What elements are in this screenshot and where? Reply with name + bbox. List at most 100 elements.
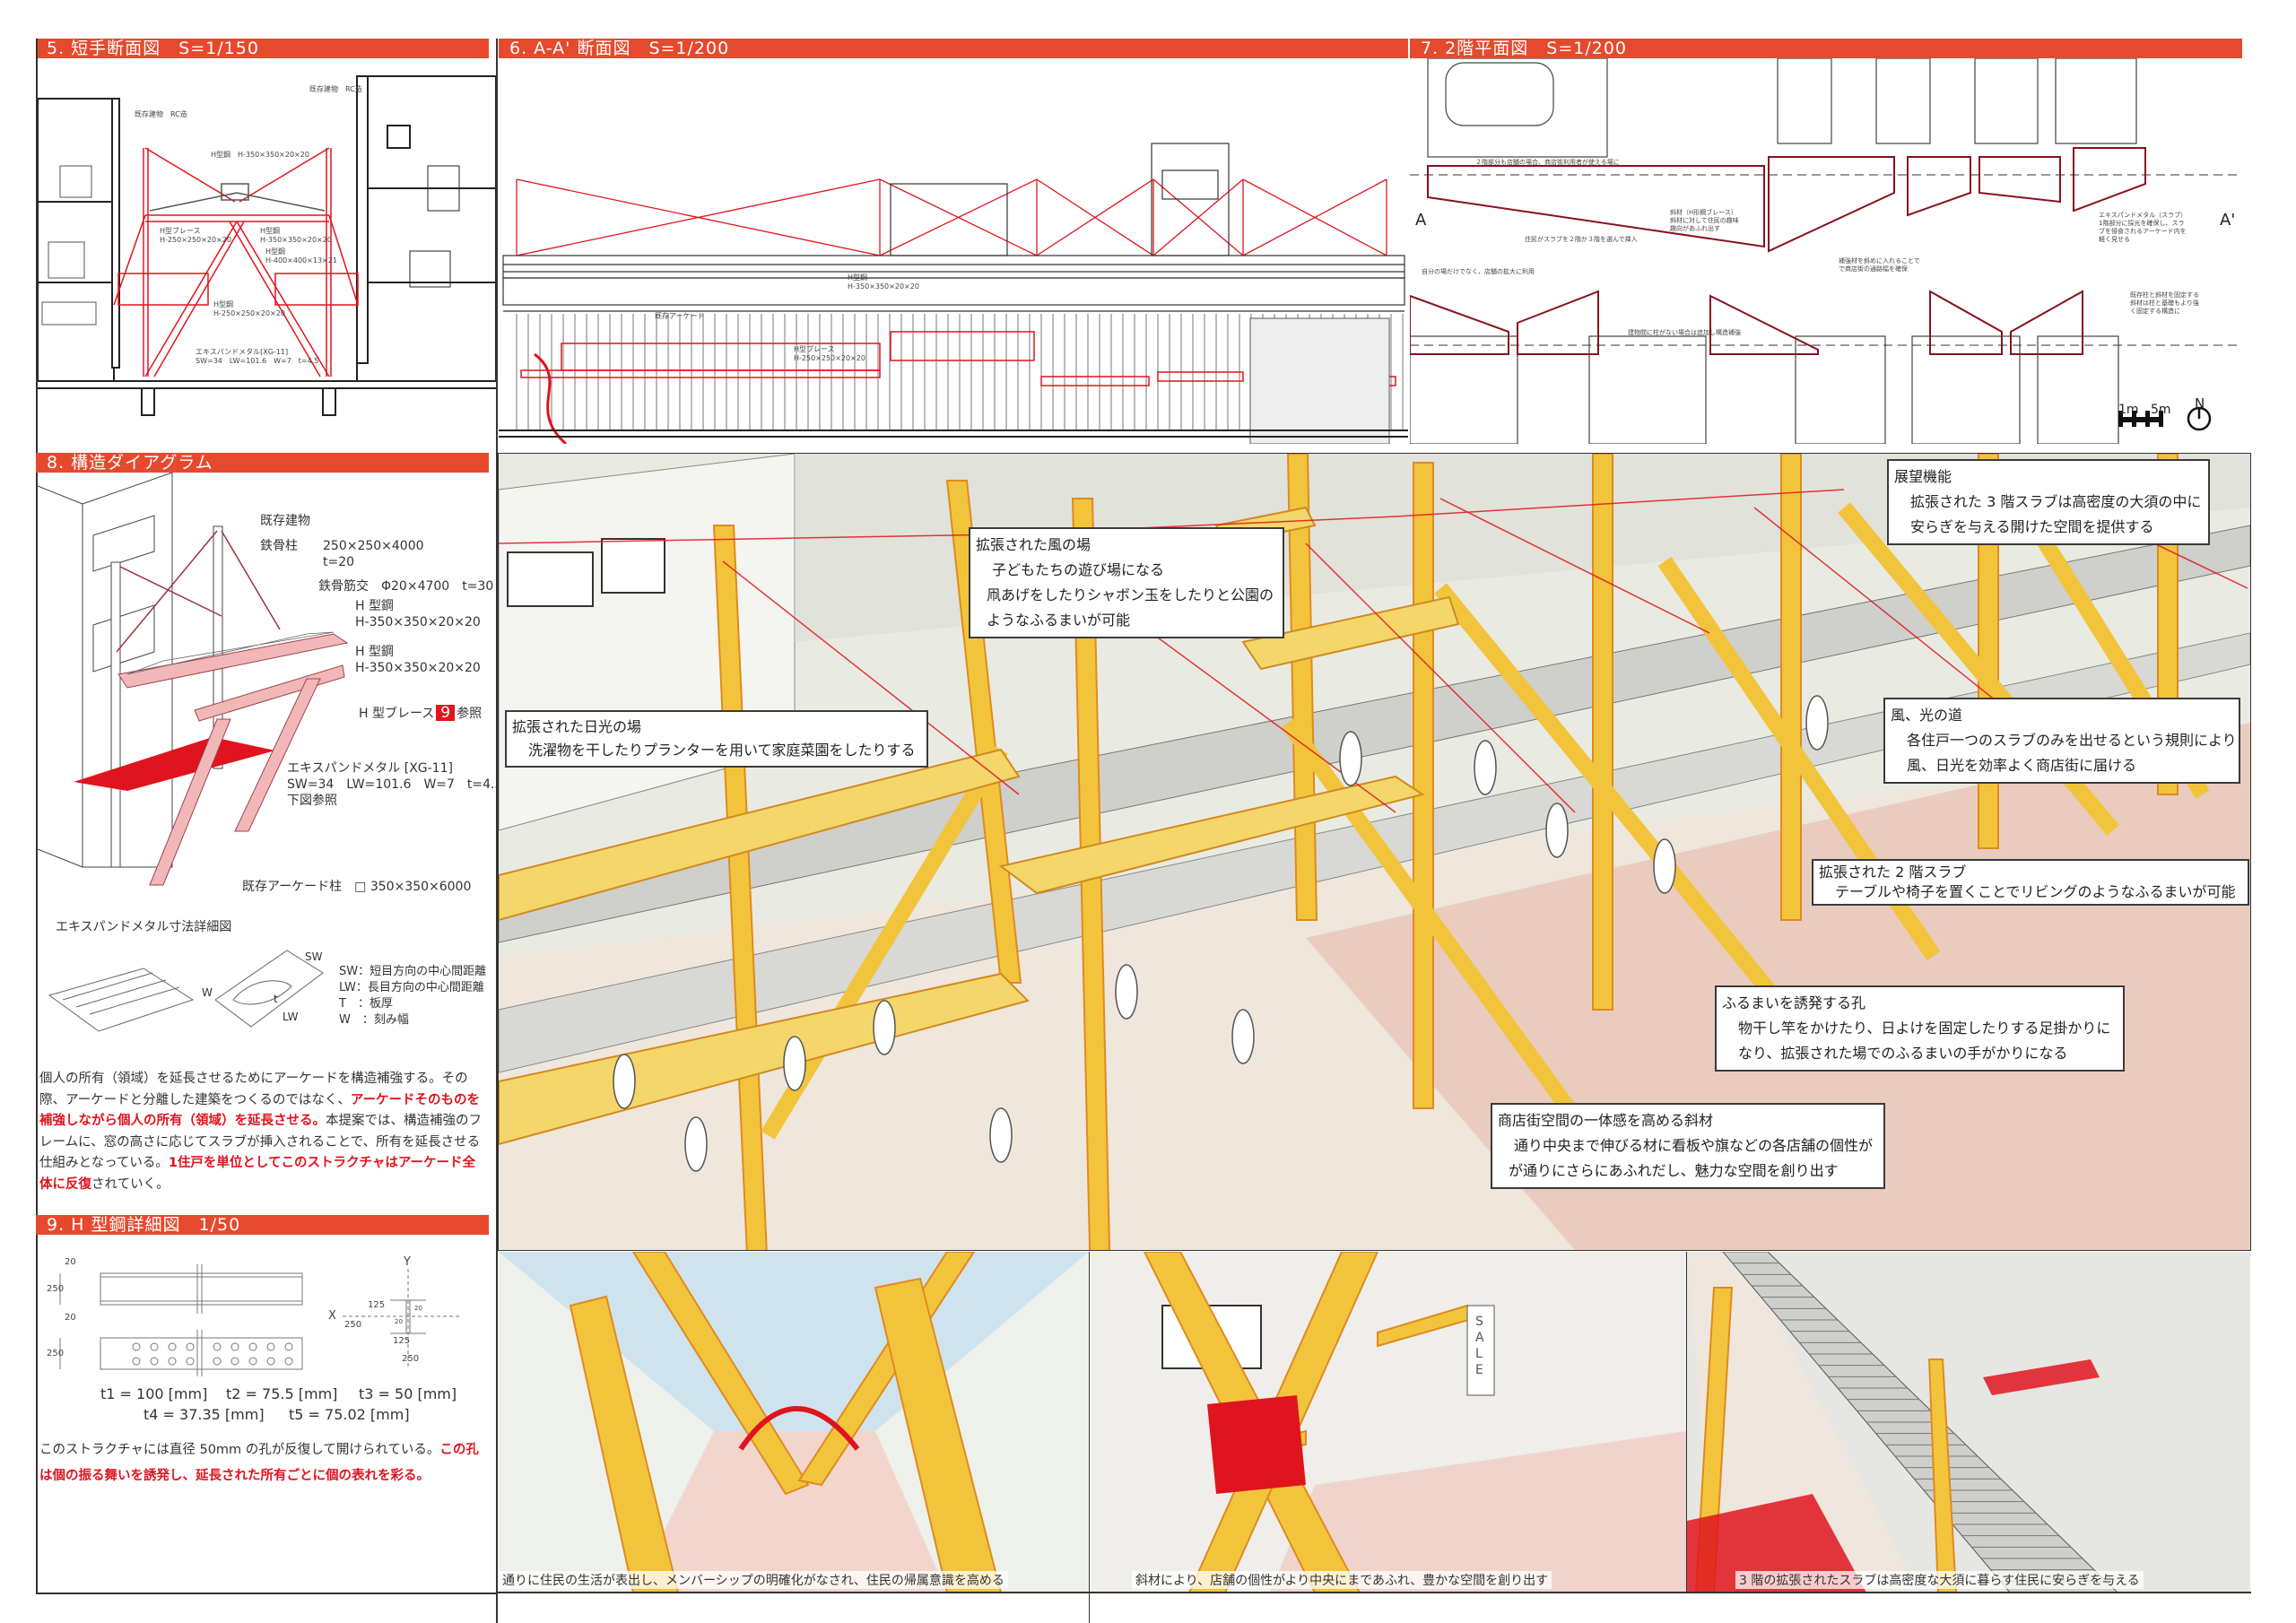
dim-sw: SW	[305, 950, 323, 963]
windows	[507, 538, 665, 607]
red-cable	[1439, 498, 1710, 634]
person-figure	[1339, 731, 1362, 786]
dim-w: W	[202, 986, 213, 999]
cross-bracing	[516, 178, 1387, 256]
furniture-left	[41, 165, 97, 325]
bolt-hole	[266, 1342, 275, 1351]
bolt-hole	[284, 1357, 293, 1366]
section-9-header: 9. H 型鋼詳細図 1/50	[36, 1215, 489, 1235]
vignette-1-illustration	[499, 1252, 1089, 1593]
s7-label-2: 住民がスラブを２階か３階を選んで挿入	[1525, 236, 1638, 243]
bolt-hole	[213, 1342, 222, 1351]
column-divider	[496, 39, 498, 1623]
north-arrow-icon	[2187, 406, 2212, 431]
s8-existing-building: 既存建物	[260, 514, 310, 528]
dim-125-bottom: 125	[393, 1336, 411, 1346]
ground-line	[499, 430, 1408, 438]
tower	[890, 143, 1230, 256]
callout-title: 商店街空間の一体感を高める斜材	[1498, 1112, 1714, 1129]
second-floor-plan-drawing	[1410, 58, 2242, 444]
s7-label-4: 斜材（H形鋼ブレース） 斜材に対して住民の趣味 趣向があふれ出す	[1670, 209, 1739, 232]
dim-250-section: 250	[344, 1320, 362, 1330]
person-figure	[1115, 964, 1138, 1020]
person-figure	[613, 1054, 636, 1109]
dim-20-bottom: 20	[65, 1313, 76, 1323]
perspective-frame	[498, 453, 2251, 1251]
s5-label-existing-building-left: 既存建物 RC造	[135, 110, 187, 118]
bolt-hole	[168, 1342, 177, 1351]
s8-h-brace-ref: 参照	[457, 707, 483, 721]
textured-building	[1249, 317, 1390, 444]
dim-20-top: 20	[65, 1257, 76, 1267]
s7-label-3: 自分の場だけでなく、店舗の拡大に利用	[1422, 268, 1535, 275]
yellow-column	[945, 480, 1022, 984]
bolt-hole	[248, 1342, 257, 1351]
callout-title: ふるまいを誘発する孔	[1722, 994, 1866, 1011]
dim-20-flange: 20	[395, 1318, 403, 1325]
s5-label-h-beam-400: H型鋼 H-400×400×13×21	[265, 247, 337, 265]
bolt-hole	[248, 1357, 257, 1366]
s8-h-beam-2: H 型鋼 H-350×350×20×20	[355, 645, 481, 675]
north-label: N	[2195, 395, 2205, 412]
callout-line: 洗濯物を干したりプランターを用いて家庭菜園をしたりする	[528, 742, 916, 759]
callout-title: 展望機能	[1894, 468, 1952, 485]
axis-y: Y	[404, 1255, 411, 1269]
text-emphasis: アーケードそのものを補強しながら個人の所有（領域）を延長させる。	[39, 1092, 480, 1129]
dim-20-web: 20	[414, 1305, 422, 1312]
yellow-column	[1592, 454, 1613, 1011]
bolt-hole	[186, 1342, 195, 1351]
callout-2f-slab: 拡張された 2 階スラブ テーブルや椅子を置くことでリビングのようなふるまいが可…	[1812, 859, 2249, 906]
vignette-2-illustration	[1091, 1252, 1686, 1593]
section-8-header: 8. 構造ダイアグラム	[36, 453, 489, 473]
callout-diagonal-members: 商店街空間の一体感を高める斜材 通り中央まで伸びる材に看板や旗などの各店舗の個性…	[1491, 1103, 1885, 1189]
s8-steel-column: 鉄骨柱 250×250×4000 t=20	[260, 539, 424, 569]
existing-building	[38, 473, 173, 868]
section-5-header: 5. 短手断面図 S=1/150	[36, 39, 489, 58]
callout-line: 通り中央まで伸びる材に看板や旗などの各店舗の個性が	[1514, 1137, 1874, 1154]
callout-wind-place: 拡張された風の場 子どもたちの遊び場になる 凧あげをしたりシャボン玉をしたりと公…	[969, 527, 1284, 638]
existing-building-right	[356, 75, 496, 382]
vignette-divider-2	[1686, 1252, 1687, 1593]
bolt-hole	[186, 1357, 195, 1366]
t3-value: t3 = 50 [mm]	[359, 1385, 457, 1402]
structure-diagram-drawing	[38, 473, 349, 886]
callout-line: 凧あげをしたりシャボン玉をしたりと公園の	[987, 586, 1274, 603]
red-cable	[499, 534, 1002, 544]
red-cable	[1753, 507, 2024, 724]
person-figure	[873, 1000, 896, 1055]
yellow-brace	[1281, 717, 1582, 1123]
vignette-bottom-border	[498, 1592, 2251, 1593]
vignette-1-caption: 通りに住民の生活が表出し、メンバーシップの明確化がなされ、住民の帰属意識を高める	[499, 1571, 1008, 1589]
bolt-hole	[132, 1357, 141, 1366]
callout-line: 物干し竿をかけたり、日よけを固定したりする足掛かりに	[1738, 1020, 2111, 1037]
expanded-metal-slab	[74, 737, 275, 791]
person-figure	[1653, 838, 1676, 894]
person-figure	[989, 1107, 1013, 1163]
h-beams	[117, 633, 349, 722]
vignette-divider-1	[1089, 1252, 1090, 1623]
s5-label-h-beam-250: H型鋼 H-250×250×20×20	[213, 300, 285, 317]
callout-line: が通りにさらにあふれだし、魅力な空間を創り出す	[1509, 1162, 1839, 1179]
s5-label-expanded-metal: エキスパンドメタル[XG-11] SW=34 LW=101.6 W=7 t=4.…	[196, 348, 319, 365]
s6-label-h-beam: H型鋼 H-350×350×20×20	[848, 273, 919, 291]
s7-label-1: ２階部分も店舗の場合、商店街利用者が使える場に	[1475, 159, 1620, 166]
arcade-perspective-illustration	[499, 454, 2250, 1250]
section-6-header: 6. A-A' 断面図 S=1/200	[499, 39, 1408, 58]
ground	[38, 380, 496, 416]
s8-steel-brace: 鉄骨筋交 Φ20×4700 t=30	[318, 579, 494, 594]
bolt-holes	[132, 1342, 293, 1366]
arcade-roof-beam	[499, 525, 2250, 943]
s5-label-existing-building-right: 既存建物 RC造	[309, 85, 362, 93]
s8-h-brace-label: H 型ブレース	[359, 707, 435, 721]
bolt-hole	[230, 1342, 239, 1351]
yellow-brace	[761, 745, 1008, 1140]
section-mark-a-prime: A'	[2220, 211, 2236, 230]
existing-building-left	[38, 98, 120, 382]
text-segment: 個人の所有（領域）を延長させるためにアーケードを構造補強する。その際、アーケード…	[39, 1072, 468, 1107]
bolt-hole	[266, 1357, 275, 1366]
person-figure	[1545, 803, 1569, 858]
scale-5m: 5m	[2151, 403, 2171, 417]
bolt-hole	[168, 1357, 177, 1366]
h-brace-ref-badge[interactable]: 9	[436, 705, 456, 721]
text-segment: されていく。	[91, 1176, 170, 1192]
